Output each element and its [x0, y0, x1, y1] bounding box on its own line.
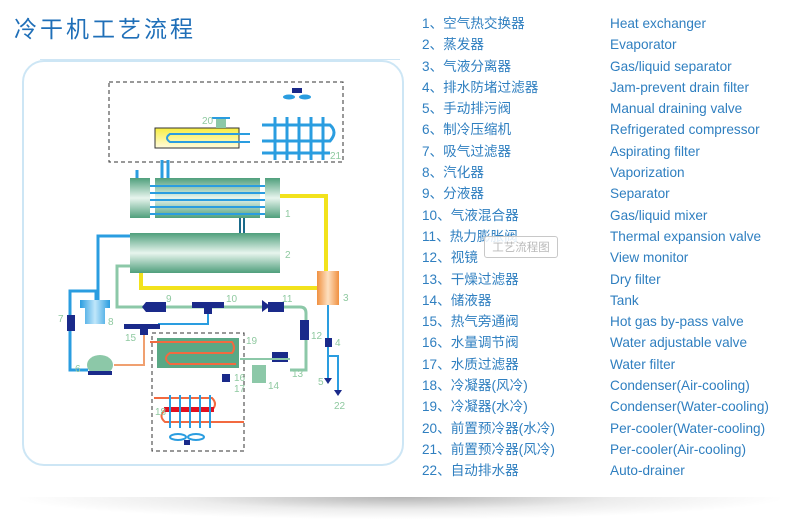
- label-14: 14: [268, 381, 280, 392]
- bottom-shadow: [20, 497, 780, 519]
- auto-drainer: [334, 390, 342, 396]
- legend-cn-label: 5、手动排污阀: [422, 101, 512, 117]
- legend-cn-label: 12、视镜: [422, 250, 478, 266]
- page-title: 冷干机工艺流程: [14, 17, 196, 43]
- image-tooltip: 工艺流程图: [484, 236, 558, 258]
- legend-en-label: Gas/liquid separator: [610, 58, 732, 74]
- legend-en-label: Manual draining valve: [610, 101, 743, 117]
- label-10: 10: [226, 294, 238, 305]
- vaporizer: [80, 300, 110, 324]
- legend-cn-label: 20、前置预冷器(水冷): [422, 420, 555, 436]
- legend-en-label: View monitor: [610, 250, 689, 266]
- label-12: 12: [311, 331, 323, 342]
- gas-liquid-separator: [317, 271, 339, 305]
- legend-cn-label: 7、吸气过滤器: [422, 143, 512, 159]
- process-flow-diagram: 1 2 3 4 5 6 7 8 9 10 11 12 13 14 15 16 1…: [58, 81, 349, 452]
- title-divider: [40, 59, 400, 60]
- legend-cn-label: 4、排水防堵过滤器: [422, 79, 539, 95]
- legend-cn-label: 18、冷凝器(风冷): [422, 378, 528, 394]
- label-4: 4: [335, 338, 341, 349]
- legend-cn-label: 22、自动排水器: [422, 463, 519, 479]
- fan-icon: [169, 433, 205, 445]
- condenser-enclosure: [151, 332, 245, 452]
- condenser-air-cooling: [154, 395, 244, 428]
- gas-liquid-mixer: [192, 302, 224, 314]
- expansion-valve: [262, 300, 284, 312]
- legend-en-label: Heat exchanger: [610, 16, 706, 31]
- legend-cn-label: 17、水质过滤器: [422, 356, 519, 372]
- legend-cn-label: 6、制冷压缩机: [422, 122, 512, 138]
- manual-drain-valve: [324, 378, 332, 384]
- legend-en-label: Vaporization: [610, 165, 685, 181]
- drain-filter: [325, 338, 332, 347]
- legend-en-label: Hot gas by-pass valve: [610, 314, 744, 330]
- legend-en-label: Thermal expansion valve: [610, 228, 762, 244]
- label-8: 8: [108, 317, 114, 328]
- legend-en-label: Jam-prevent drain filter: [610, 79, 750, 95]
- separator-9: [142, 302, 166, 312]
- label-11: 11: [282, 294, 293, 305]
- legend-cn-label: 13、干燥过滤器: [422, 271, 519, 287]
- tank: [252, 365, 266, 383]
- legend-cn-label: 15、热气旁通阀: [422, 314, 519, 330]
- label-13: 13: [292, 369, 304, 380]
- label-21: 21: [330, 151, 342, 162]
- label-18: 18: [155, 407, 167, 418]
- label-19: 19: [246, 336, 258, 347]
- legend-cn-label: 14、储液器: [422, 292, 492, 308]
- aspirating-filter: [67, 315, 75, 331]
- refrigeration-compressor: [87, 355, 113, 375]
- legend-en-label: Gas/liquid mixer: [610, 207, 708, 223]
- legend-en-label: Condenser(Water-cooling): [610, 399, 769, 415]
- label-1: 1: [285, 209, 291, 220]
- legend-en-label: Auto-drainer: [610, 463, 685, 479]
- hot-gas-bypass-valve: [124, 324, 160, 335]
- legend-en-label: Per-cooler(Air-cooling): [610, 441, 746, 457]
- legend-cn-label: 21、前置预冷器(风冷): [422, 441, 555, 457]
- legend-cn-label: 8、汽化器: [422, 165, 484, 181]
- precooler-inlet: [216, 117, 226, 128]
- legend-en-label: Water adjustable valve: [610, 335, 748, 351]
- label-3: 3: [343, 293, 349, 304]
- label-5: 5: [318, 377, 324, 388]
- legend-en-label: Aspirating filter: [610, 143, 700, 159]
- dry-filter: [272, 352, 288, 362]
- legend-en-label: Tank: [610, 292, 639, 308]
- legend-en-label: Refrigerated compressor: [610, 122, 760, 138]
- fan-icon: [283, 88, 311, 100]
- precooler-enclosure: [108, 81, 344, 163]
- legend-cn-label: 19、冷凝器(水冷): [422, 399, 528, 415]
- legend-en-label: Water filter: [610, 356, 676, 372]
- legend-en-label: Per-cooler(Water-cooling): [610, 420, 766, 436]
- water-valve-filter: [222, 374, 230, 382]
- label-6: 6: [75, 364, 81, 375]
- label-15: 15: [125, 333, 137, 344]
- legend-en-label: Condenser(Air-cooling): [610, 378, 750, 394]
- label-16: 16: [234, 373, 246, 384]
- legend-cn-label: 2、蒸发器: [422, 37, 484, 53]
- precooler-air-cooling: [262, 117, 336, 160]
- label-2: 2: [285, 250, 291, 261]
- view-monitor: [300, 320, 309, 340]
- legend-cn-label: 10、气液混合器: [422, 207, 519, 223]
- label-22: 22: [334, 401, 346, 412]
- precooler-coil: [166, 133, 250, 143]
- legend-cn-label: 9、分液器: [422, 186, 484, 202]
- label-20: 20: [202, 116, 214, 127]
- diagram-frame: [22, 60, 404, 466]
- legend-cn-label: 16、水量调节阀: [422, 335, 519, 351]
- legend-cn-label: 3、气液分离器: [422, 58, 512, 74]
- legend-en-label: Separator: [610, 186, 670, 202]
- evaporator: [130, 233, 280, 273]
- label-7: 7: [58, 314, 64, 325]
- label-17: 17: [234, 384, 246, 395]
- heat-exchanger: [130, 178, 280, 218]
- legend-en-label: Dry filter: [610, 271, 661, 287]
- label-9: 9: [166, 294, 172, 305]
- legend-en-label: Evaporator: [610, 37, 677, 53]
- legend-cn-label: 1、空气热交换器: [422, 16, 525, 31]
